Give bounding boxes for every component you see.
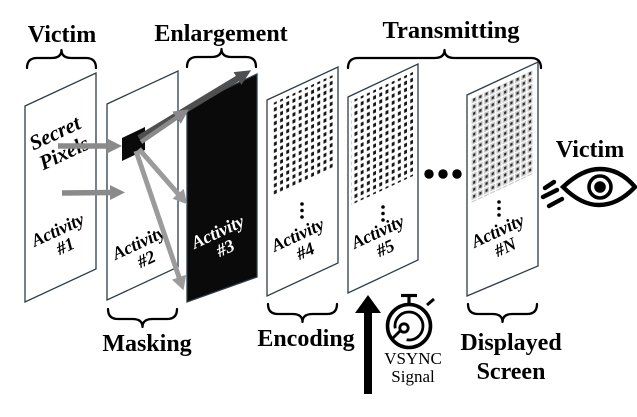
enlarge-arrow-top-right [137, 70, 252, 141]
horizontal-ellipsis-icon [424, 169, 462, 179]
transmitting-brace [346, 48, 543, 70]
enlargement-brace [185, 47, 258, 69]
enlarge-arrow-bottom [133, 150, 187, 291]
panel-activity-1 [24, 71, 97, 304]
vertical-ellipsis-icon [300, 202, 304, 219]
displayed-screen-label-line1: Displayed [460, 330, 562, 356]
vertical-ellipsis-icon [381, 205, 385, 222]
eye-icon [540, 166, 637, 209]
encoded-dot-grid-4 [271, 75, 333, 197]
masking-label: Masking [102, 331, 191, 357]
victim-top-label: Victim [28, 22, 96, 48]
secret-to-mask-arrow-2 [61, 185, 125, 201]
displayed-brace [466, 302, 539, 324]
encoded-dot-grid-5 [351, 72, 413, 205]
vsync-label-line2: Signal [391, 367, 435, 386]
encoding-brace [266, 302, 339, 324]
victim-brace [25, 48, 98, 70]
vsync-up-arrow [355, 295, 381, 394]
eye-glance-dashes [540, 179, 565, 209]
enlargement-label: Enlargement [154, 21, 287, 47]
vsync-label-line1: VSYNC [384, 349, 442, 368]
encoding-label: Encoding [257, 326, 354, 352]
masking-brace [106, 307, 179, 329]
panel-activity-3-black [186, 72, 258, 303]
enlarge-arrow-top-left [139, 109, 189, 144]
transmitting-label: Transmitting [382, 17, 520, 44]
displayed-screen-label-line2: Screen [477, 359, 546, 385]
stopwatch-icon [385, 293, 435, 350]
vertical-ellipsis-icon [497, 200, 501, 217]
displayed-dot-grid-n [471, 70, 533, 203]
victim-right-label: Victim [556, 137, 624, 163]
enlarge-arrow-middle [137, 147, 188, 205]
